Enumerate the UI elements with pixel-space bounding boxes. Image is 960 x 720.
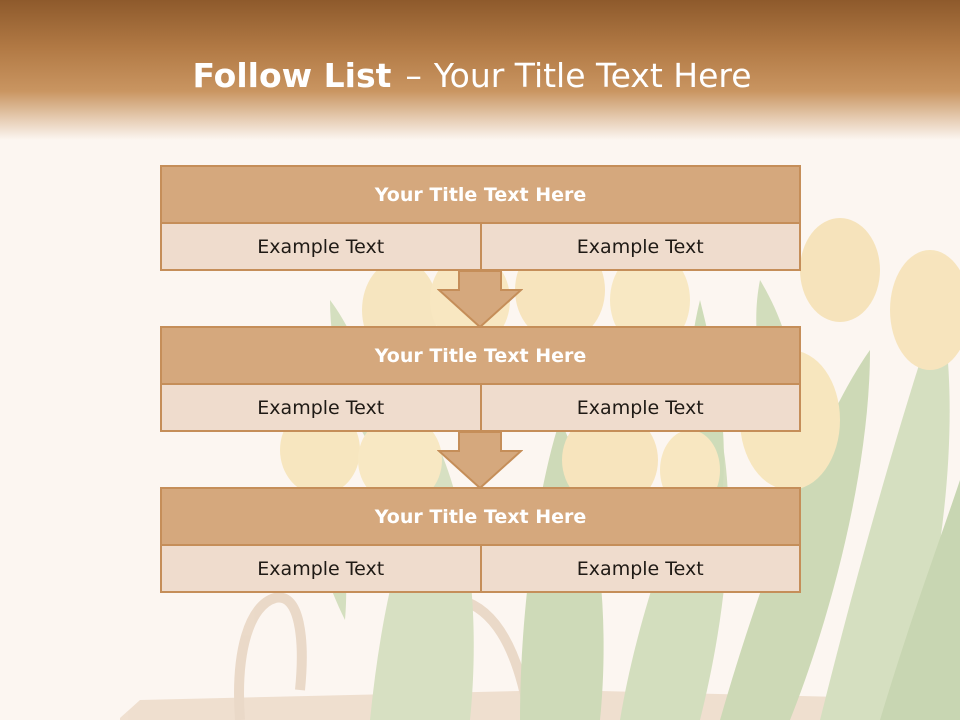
step-cell-left: Example Text <box>257 235 385 258</box>
step-cell-left: Example Text <box>257 396 385 419</box>
step-heading: Your Title Text Here <box>162 167 799 224</box>
step-box-3: Your Title Text Here Example Text Exampl… <box>160 487 801 593</box>
slide-title-bold: Follow List <box>192 56 392 95</box>
slide-title-rest: Your Title Text Here <box>433 56 752 95</box>
step-row: Example Text Example Text <box>162 385 799 430</box>
slide-title: Follow List–Your Title Text Here <box>0 52 944 100</box>
step-row: Example Text Example Text <box>162 546 799 591</box>
step-cell-left: Example Text <box>257 557 385 580</box>
step-cell-right: Example Text <box>479 224 800 269</box>
down-arrow-icon <box>437 431 523 490</box>
title-bar <box>0 0 960 140</box>
down-arrow-icon <box>437 270 523 329</box>
slide-title-separator: – <box>405 56 422 95</box>
step-box-1: Your Title Text Here Example Text Exampl… <box>160 165 801 271</box>
step-cell-right: Example Text <box>479 546 800 591</box>
step-row: Example Text Example Text <box>162 224 799 269</box>
step-heading: Your Title Text Here <box>162 489 799 546</box>
step-heading: Your Title Text Here <box>162 328 799 385</box>
step-cell-right: Example Text <box>479 385 800 430</box>
step-box-2: Your Title Text Here Example Text Exampl… <box>160 326 801 432</box>
